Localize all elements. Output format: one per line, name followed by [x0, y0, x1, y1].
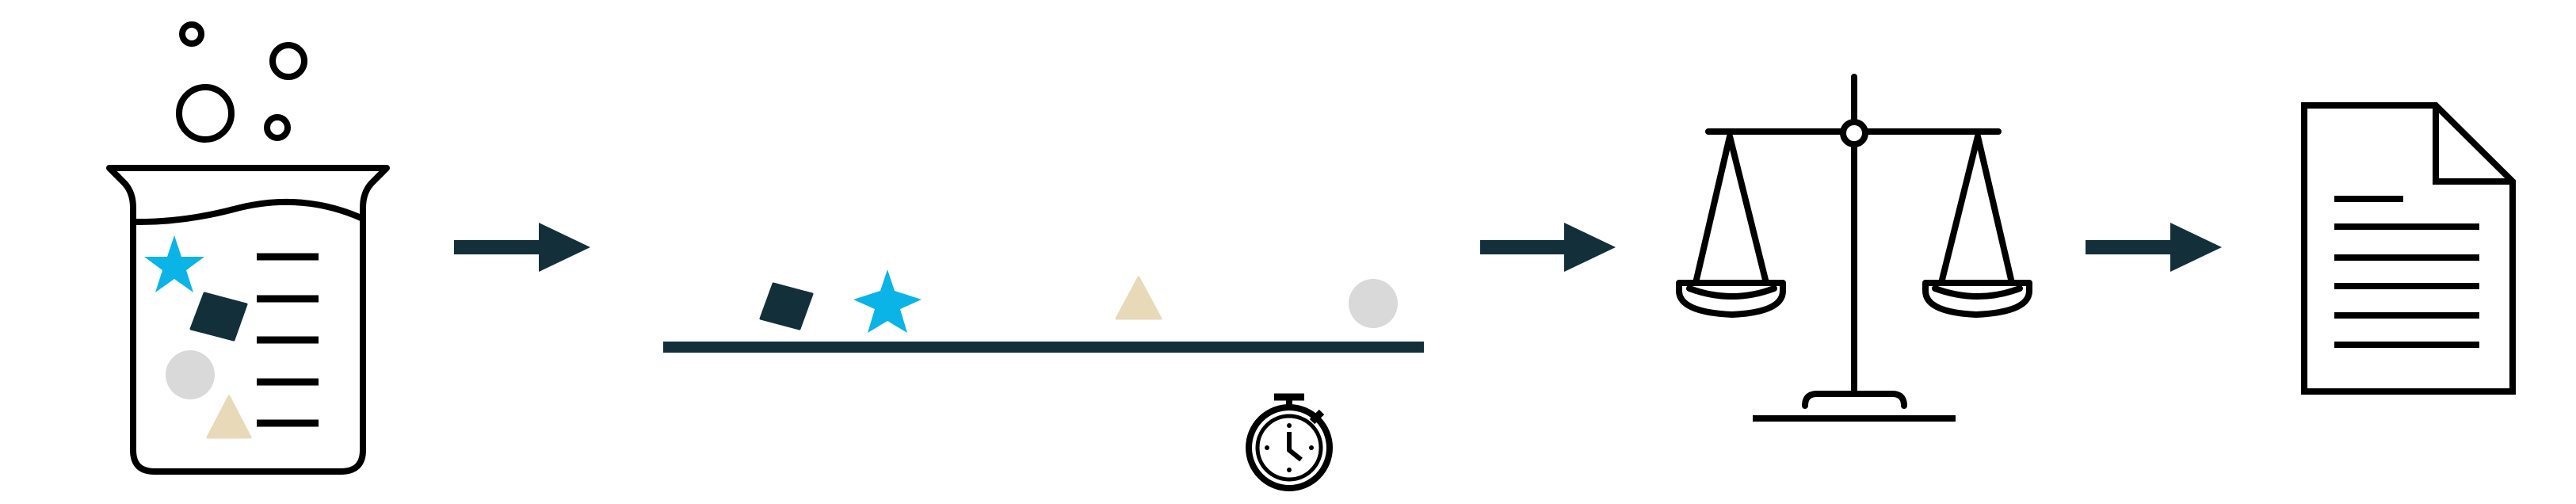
scale-pivot [1840, 119, 1868, 147]
left-pan-icon [1676, 280, 1786, 318]
balance-scale-icon [1676, 74, 2032, 422]
bubble [269, 42, 307, 80]
stopwatch-icon [1246, 393, 1333, 491]
bubbles-icon [176, 21, 307, 143]
scale-foot [1802, 391, 1907, 409]
triangle-particle-icon [206, 395, 252, 439]
beaker-with-particles-icon [106, 21, 390, 475]
liquid-surface [130, 198, 366, 226]
square-particle-icon [759, 282, 814, 330]
arrow-right-icon [1480, 223, 1616, 272]
square-particle-icon [189, 292, 248, 342]
triangle-particle-icon [1115, 276, 1162, 320]
right-pan-icon [1922, 280, 2032, 318]
graduation-marks [257, 253, 319, 427]
circle-particle-icon [1349, 279, 1398, 328]
timed-separation-track-icon [663, 269, 1424, 491]
document-outline [2301, 102, 2516, 395]
star-particle-icon [853, 269, 922, 333]
document-text-lines [2334, 196, 2479, 348]
arrow-right-icon [454, 223, 590, 272]
document-fold [2433, 105, 2513, 185]
left-pan-hanger [1693, 133, 1769, 286]
right-pan-hanger [1938, 133, 2015, 286]
circle-particle-icon [166, 350, 215, 399]
document-icon [2301, 102, 2516, 395]
beaker-outline [106, 165, 390, 475]
star-particle-icon [144, 235, 204, 292]
arrow-right-icon [2086, 223, 2222, 272]
bubble [264, 114, 291, 141]
bubble [176, 84, 235, 143]
bubble [179, 21, 204, 47]
